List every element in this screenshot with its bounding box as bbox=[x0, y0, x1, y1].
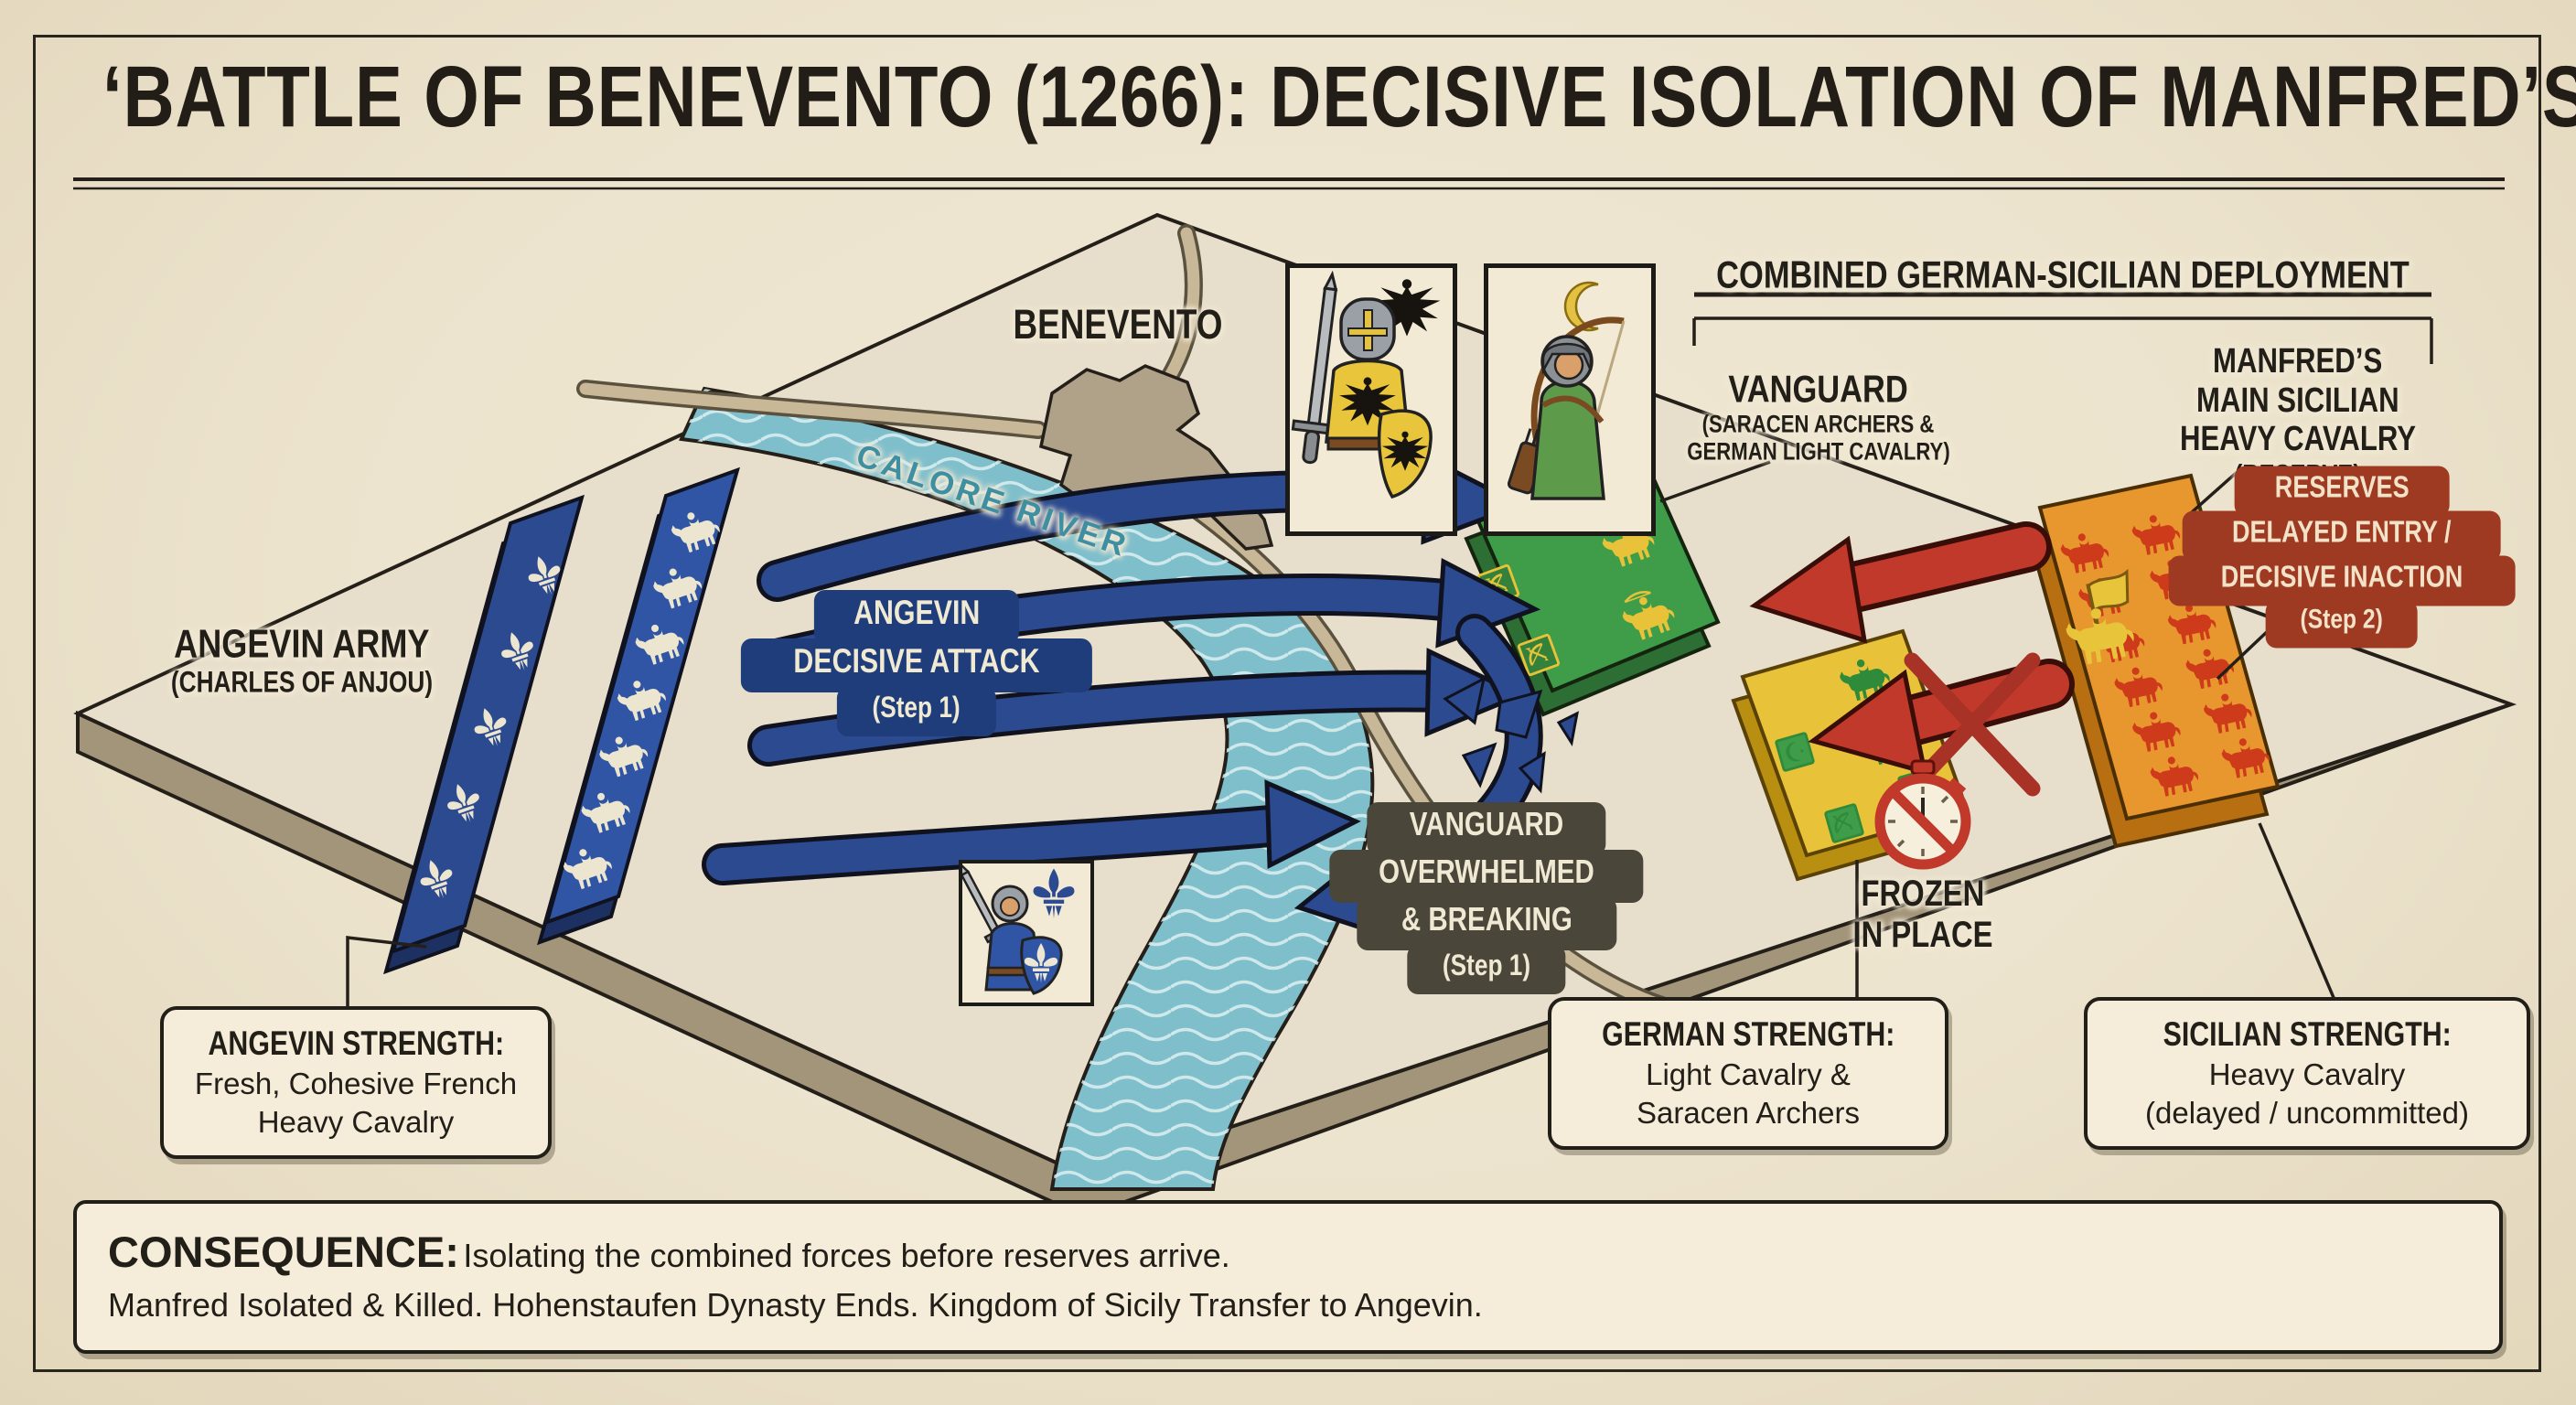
vanguard-label: VANGUARD (SARACEN ARCHERS & GERMAN LIGHT… bbox=[1687, 367, 1950, 466]
consequence-box: CONSEQUENCE: Isolating the combined forc… bbox=[73, 1200, 2503, 1354]
manfred-banner-icon bbox=[2063, 568, 2138, 668]
town-label: BENEVENTO bbox=[1013, 300, 1223, 348]
reserve-red-arrows bbox=[1749, 521, 2075, 797]
german-knight-portrait-icon bbox=[1285, 263, 1457, 536]
connector-lines bbox=[73, 177, 2505, 1009]
stopwatch-icon bbox=[1874, 759, 1971, 870]
consequence-label: CONSEQUENCE: bbox=[108, 1228, 459, 1276]
angevin-strength-box: ANGEVIN STRENGTH: Fresh, Cohesive French… bbox=[160, 1006, 552, 1159]
angevin-knight-portrait-icon bbox=[959, 860, 1094, 1006]
angevin-attack-badge: ANGEVIN DECISIVE ATTACK (Step 1) bbox=[740, 590, 1093, 736]
saracen-bow-tile-icon bbox=[1823, 802, 1865, 844]
angevin-strength-title: ANGEVIN STRENGTH: bbox=[208, 1024, 504, 1062]
frozen-in-place-label: FROZEN IN PLACE bbox=[1852, 874, 1993, 955]
angevin-army-label: ANGEVIN ARMY (CHARLES OF ANJOU) bbox=[170, 621, 434, 699]
sicilian-strength-title: SICILIAN STRENGTH: bbox=[2163, 1015, 2452, 1053]
angevin-army-bars bbox=[383, 467, 740, 975]
page-title: ‘BATTLE OF BENEVENTO (1266): DECISIVE IS… bbox=[102, 48, 2576, 145]
vanguard-overwhelmed-badge: VANGUARD OVERWHELMED & BREAKING (Step 1) bbox=[1329, 802, 1644, 994]
reserves-delayed-badge: RESERVES DELAYED ENTRY / DECISIVE INACTI… bbox=[2168, 466, 2516, 649]
saracen-archer-portrait-icon bbox=[1484, 263, 1656, 536]
german-strength-title: GERMAN STRENGTH: bbox=[1601, 1015, 1895, 1053]
sicilian-strength-box: SICILIAN STRENGTH: Heavy Cavalry (delaye… bbox=[2084, 997, 2530, 1150]
sicilian-reserve-block bbox=[2026, 473, 2281, 849]
deployment-header: COMBINED GERMAN-SICILIAN DEPLOYMENT bbox=[1716, 252, 2410, 296]
breaking-shards-icon bbox=[1443, 676, 1580, 794]
german-strength-box: GERMAN STRENGTH: Light Cavalry & Saracen… bbox=[1548, 997, 1948, 1150]
